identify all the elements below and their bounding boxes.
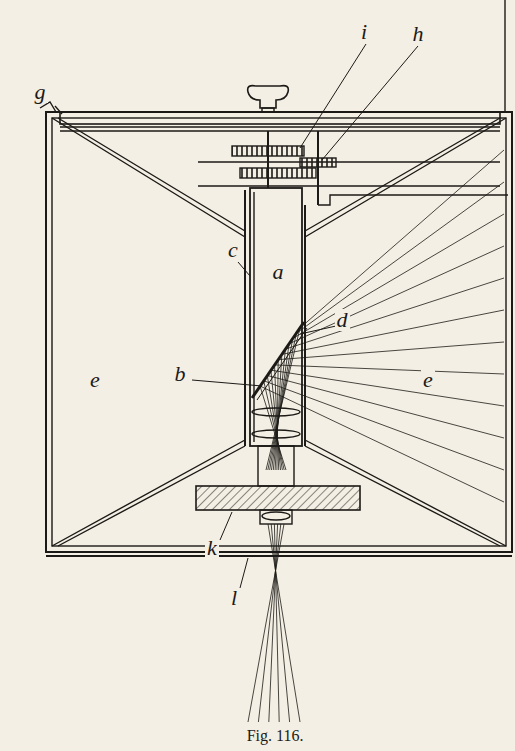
hinge [40, 102, 56, 112]
housing-inner [52, 118, 506, 546]
part-letter: e [88, 369, 102, 391]
leader-line [322, 46, 418, 160]
leader-line [240, 558, 248, 588]
leader-line [300, 326, 336, 334]
light-ray [260, 386, 504, 502]
shaft [317, 131, 319, 205]
part-letter: i [359, 21, 369, 43]
tube-wall [253, 192, 254, 442]
part-letter: l [229, 587, 239, 609]
light-ray [271, 524, 289, 722]
gear-plate [198, 185, 500, 186]
gear [232, 146, 304, 156]
part-letter: g [33, 81, 48, 103]
part-letter: d [335, 309, 350, 331]
leader-line [220, 512, 232, 540]
gear-plate [198, 161, 500, 162]
light-ray [271, 246, 504, 470]
part-letter: e [421, 369, 435, 391]
light-ray [270, 214, 504, 470]
light-ray [248, 524, 284, 722]
light-ray [267, 375, 504, 470]
light-ray [266, 150, 504, 470]
light-ray [264, 381, 504, 470]
panel [52, 118, 245, 237]
light-ray [275, 365, 504, 470]
lid-plate [60, 126, 500, 127]
leader-line [192, 380, 262, 386]
light-ray [273, 278, 504, 470]
figure-caption: Fig. 116. [247, 727, 304, 745]
lid-plate [60, 130, 500, 131]
light-rays [248, 150, 504, 722]
part-letter: b [173, 363, 188, 385]
part-letter: k [205, 537, 219, 559]
lens [262, 512, 290, 520]
gear [240, 168, 316, 178]
part-letter: c [226, 239, 240, 261]
leader-line [55, 106, 62, 114]
panel [305, 118, 506, 237]
part-letter: a [271, 261, 286, 283]
leader-line [300, 44, 366, 148]
leader-line [238, 262, 250, 276]
light-ray [269, 524, 278, 722]
light-ray [275, 310, 504, 470]
panel-edge [245, 190, 305, 446]
light-ray [258, 524, 280, 722]
knob [248, 86, 289, 108]
housing [46, 112, 512, 552]
flange [196, 486, 360, 510]
lid [60, 112, 500, 124]
light-ray [277, 342, 504, 470]
knob-stem [262, 108, 274, 112]
light-ray [271, 370, 504, 470]
shaft [267, 131, 269, 188]
objective [260, 510, 292, 524]
bottom-plate [46, 555, 512, 557]
string [504, 0, 505, 112]
light-ray [268, 524, 300, 722]
light-ray [268, 182, 504, 470]
part-letter: h [411, 23, 426, 45]
